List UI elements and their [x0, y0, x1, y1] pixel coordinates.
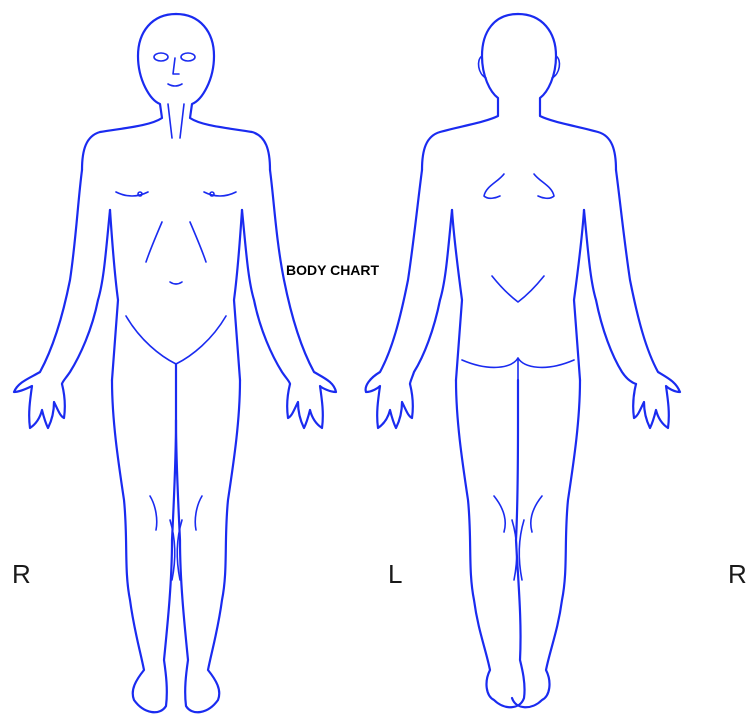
back-view-figure	[366, 14, 680, 707]
front-view-figure	[14, 14, 336, 712]
front-head	[82, 14, 176, 170]
back-head	[422, 14, 518, 170]
back-right-side-label: R	[728, 559, 747, 590]
chart-title: BODY CHART	[286, 262, 379, 278]
left-side-label: L	[388, 559, 402, 590]
front-right-side-label: R	[12, 559, 31, 590]
